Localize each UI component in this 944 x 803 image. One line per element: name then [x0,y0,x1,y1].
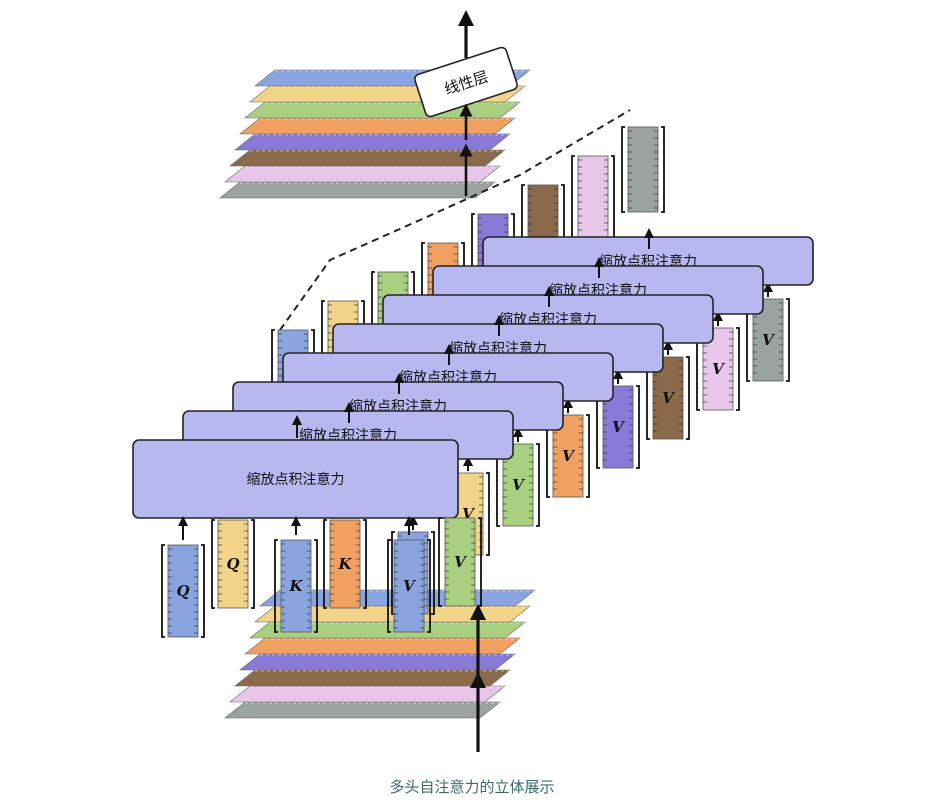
strip-band [239,117,516,135]
key-vector: K [274,539,318,633]
bracket-right [251,519,255,609]
bracket-left [274,539,278,633]
dashed-connector [279,109,631,331]
vector-label: V [454,553,467,571]
linear-layer-box [414,46,518,118]
vector-fill [444,517,476,607]
bracket-right [786,298,790,382]
bracket-right [636,385,640,469]
vector-fill [167,544,199,638]
vector-label: V [512,476,525,494]
strip-band [224,165,501,183]
bracket-right [661,126,665,213]
vector-fill [627,126,659,213]
value-vector: V [387,539,431,633]
strip-band [239,653,516,671]
linear-layer: 线性层 [414,46,518,118]
vector-fill [329,519,361,609]
vector-label: K [337,555,352,573]
bracket-right [431,531,435,615]
bracket-right [686,356,690,440]
strip-band [229,149,506,167]
strip-band [229,685,506,703]
vector-label: V [562,447,575,465]
vector-label: Q [226,555,239,573]
vector-label: Q [176,582,189,600]
head-output-vector [621,126,665,213]
vector-label: V [712,360,725,378]
key-vector: K [323,519,367,609]
vector-label: V [662,389,675,407]
figure-caption: 多头自注意力的立体展示 [389,778,555,796]
vector-label: K [288,577,303,595]
strip-band [234,669,511,687]
bracket-right [611,155,615,242]
value-vector: V [438,517,482,607]
bracket-left [161,544,165,638]
bracket-left [323,519,327,609]
bracket-left [438,517,442,607]
bracket-right [536,443,540,527]
bracket-right [363,519,367,609]
value-vector: V [546,414,590,498]
bracket-right [736,327,740,411]
vector-label: V [612,418,625,436]
bracket-left [391,531,395,615]
bracket-left [211,519,215,609]
vector-label: V [762,331,775,349]
bracket-right [314,539,318,633]
bracket-left [387,539,391,633]
head-output-vector [571,155,615,242]
vector-fill [217,519,249,609]
attention-label: 缩放点积注意力 [247,471,345,488]
input-embedding-strip [224,589,536,719]
bracket-right [586,414,590,498]
strip-band [234,133,511,151]
bracket-right [478,517,482,607]
front-inputs: Q Q K K V V [161,516,482,638]
query-vector: Q [161,544,205,638]
bracket-right [486,472,490,556]
vector-fill [577,155,609,242]
bracket-right [427,539,431,633]
bracket-left [571,155,575,242]
vector-fill [280,539,312,633]
strip-band [224,701,501,719]
bracket-left [621,126,625,213]
strip-band [244,101,521,119]
attention-block-1: 缩放点积注意力 [132,439,459,519]
bracket-right [201,544,205,638]
query-vector: Q [211,519,255,609]
vector-fill [393,539,425,633]
vector-label: V [403,577,416,595]
strip-band [219,181,496,199]
